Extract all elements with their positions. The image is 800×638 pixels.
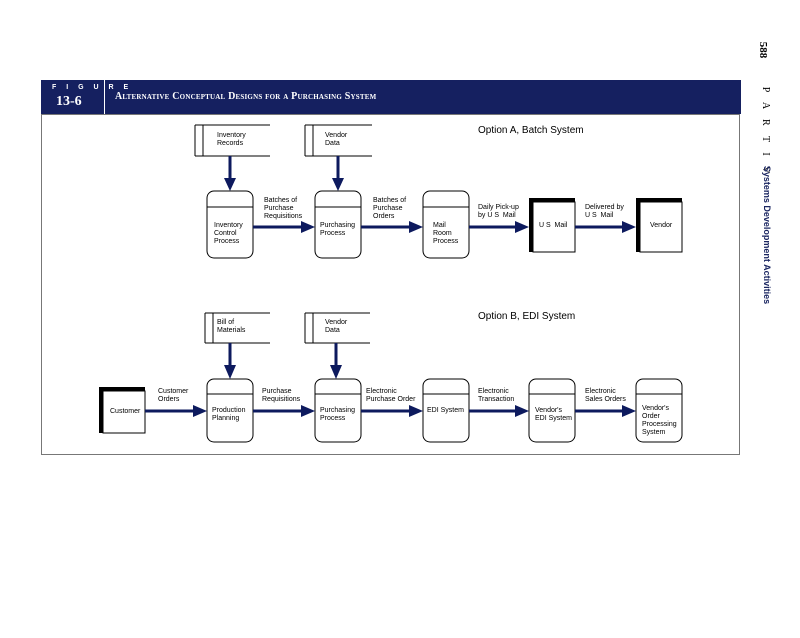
process-label-purchasing-a: Purchasing Process <box>320 222 356 237</box>
process-label-purchasing-b: Purchasing Process <box>320 407 356 422</box>
entity-label-us-mail: U S Mail <box>539 222 568 229</box>
process-vendor-order-processing <box>635 378 683 443</box>
option-a-title: Option A, Batch System <box>478 125 584 136</box>
process-label-vendor-order-processing: Vendor's Order Processing System <box>642 405 677 436</box>
figure-title: Alternative Conceptual Designs for a Pur… <box>115 91 377 102</box>
process-label-mail-room: Mail Room Process <box>433 222 459 245</box>
store-label-bill-of-materials: Bill of Materials <box>217 319 246 334</box>
entity-us-mail <box>532 201 576 253</box>
process-label-inventory-control: Inventory Control Process <box>214 222 243 245</box>
figure-label: F I G U R E <box>52 84 133 91</box>
figure-frame <box>41 114 740 455</box>
option-b-title: Option B, EDI System <box>478 311 576 322</box>
entity-customer <box>102 390 146 434</box>
process-label-vendor-edi-system: Vendor's EDI System <box>535 407 572 422</box>
flow-label-electronic-sales-orders: Electronic Sales Orders <box>585 388 626 403</box>
flow-label-electronic-po: Electronic Purchase Order <box>366 388 416 403</box>
store-inventory-records <box>194 124 270 157</box>
flow-label-daily-pickup: Daily Pick-up by U S Mail <box>478 204 519 219</box>
entity-label-vendor: Vendor <box>650 222 673 229</box>
process-mail-room <box>422 190 470 259</box>
flow-label-batches-orders: Batches of Purchase Orders <box>373 197 407 220</box>
flow-label-batches-requisitions: Batches of Purchase Requisitions <box>264 197 303 220</box>
store-label-vendor-data-b: Vendor Data <box>325 319 348 334</box>
flow-label-purchase-requisitions: Purchase Requisitions <box>262 388 301 403</box>
store-label-vendor-data-a: Vendor Data <box>325 132 348 147</box>
figure-header-divider <box>104 80 105 114</box>
process-label-production-planning: Production Planning <box>212 407 246 422</box>
entity-label-customer: Customer <box>110 408 141 415</box>
entity-vendor <box>639 201 683 253</box>
store-label-inventory-records: Inventory Records <box>217 132 246 147</box>
process-label-edi-system: EDI System <box>427 407 464 414</box>
flow-label-delivered: Delivered by U S Mail <box>585 204 624 219</box>
figure-number: 13-6 <box>56 94 82 109</box>
flow-label-customer-orders: Customer Orders <box>158 388 189 403</box>
flow-label-electronic-transaction: Electronic Transaction <box>478 388 515 403</box>
store-bill-of-materials <box>204 312 270 344</box>
figure-header-bar <box>41 80 741 114</box>
